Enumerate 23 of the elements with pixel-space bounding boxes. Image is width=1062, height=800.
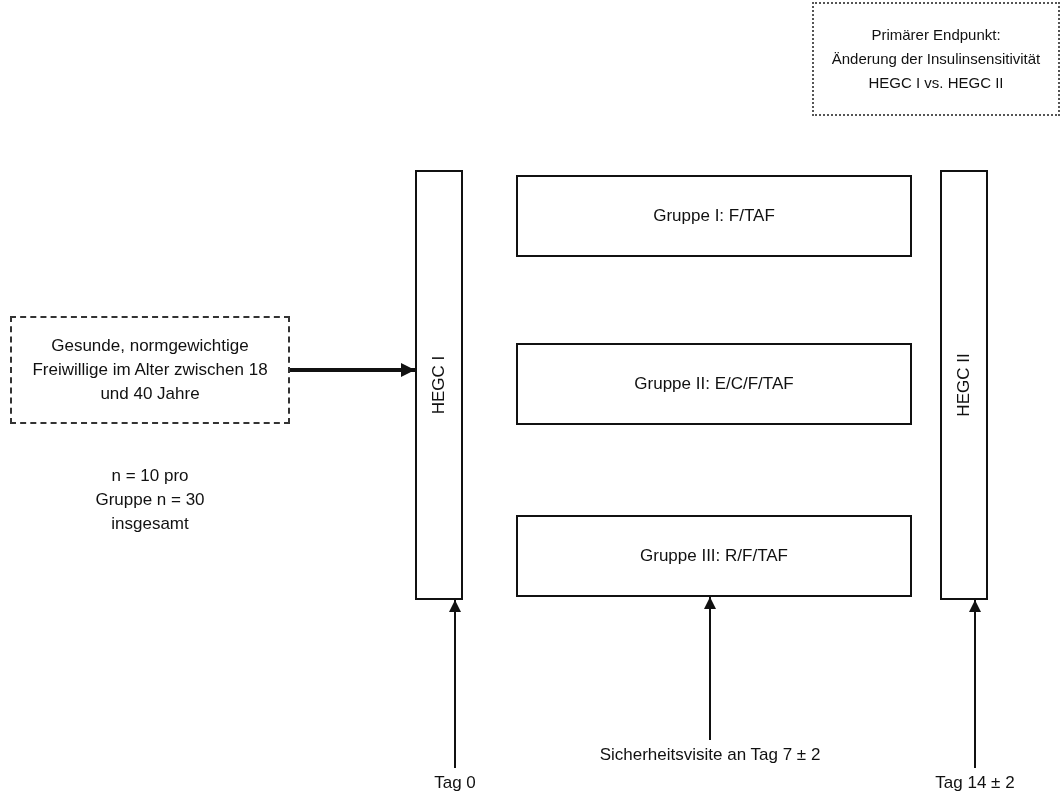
sample-size-note: n = 10 pro Gruppe n = 30 insgesamt bbox=[94, 465, 206, 535]
node-text: Änderung der Insulinsensitivität HEGC I vs. HEGC II bbox=[830, 49, 1042, 93]
node-text: Primärer Endpunkt: bbox=[870, 25, 1002, 45]
arrow bbox=[969, 599, 981, 769]
process-box bbox=[516, 515, 912, 597]
process-box bbox=[940, 170, 988, 600]
process-box bbox=[516, 343, 912, 425]
annotation-text: Tag 14 ± 2 bbox=[934, 772, 1016, 794]
node-text: HEGC I bbox=[428, 355, 449, 415]
node-text: HEGC II bbox=[953, 353, 974, 417]
node-text: Gruppe II: E/C/F/TAF bbox=[633, 373, 795, 395]
node-text: Gruppe I: F/TAF bbox=[652, 205, 776, 227]
endpoint-box bbox=[812, 2, 1060, 116]
arrow bbox=[704, 596, 716, 741]
process-box bbox=[415, 170, 463, 600]
process-box bbox=[516, 175, 912, 257]
annotation-text: Tag 0 bbox=[433, 772, 477, 794]
arrow bbox=[290, 363, 415, 377]
node-text: Gruppe III: R/F/TAF bbox=[639, 545, 789, 567]
annotation-text: Sicherheitsvisite an Tag 7 ± 2 bbox=[598, 744, 822, 766]
arrow bbox=[449, 599, 461, 769]
participants-box bbox=[10, 316, 290, 424]
node-text: Gesunde, normgewichtige Freiwillige im Alter zwischen 18 und 40 Jahre bbox=[31, 335, 269, 405]
